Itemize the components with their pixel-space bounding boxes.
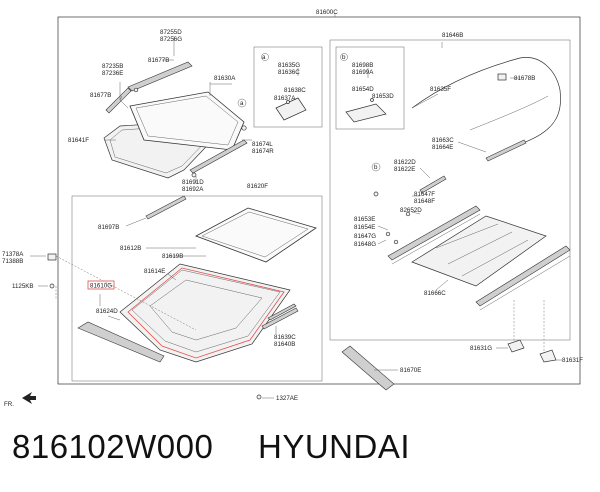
label-81653E: 81653E [354, 216, 375, 223]
label-1125KB: 1125KB [12, 283, 34, 290]
label-81619B: 81619B [162, 253, 183, 260]
caption-footer: 816102W000 HYUNDAI [12, 428, 592, 478]
part-81614E-housing [119, 263, 291, 363]
part-87255D [127, 61, 193, 92]
callout-a-letter: a [240, 100, 244, 107]
label-81648G: 81648G [354, 241, 376, 248]
label-81677B: 81677B [148, 57, 169, 64]
part-81630A [129, 91, 245, 151]
mechanism-frame [329, 39, 571, 341]
inset-b-letter: b [342, 54, 346, 61]
label-81674L: 81674L [252, 141, 273, 148]
part-81663C [485, 139, 527, 162]
callout-b-circle [371, 162, 381, 172]
label-87235B: 87235B [102, 63, 123, 70]
part-number: 816102W000 [12, 428, 214, 465]
label-81678B: 81678B [514, 75, 535, 82]
label-81600C: 81600C [316, 9, 338, 16]
label-81637A: 81637A [274, 95, 296, 102]
inset-box-b [335, 46, 405, 130]
label-87256G: 87256G [160, 36, 182, 43]
label-81674R: 81674R [252, 148, 274, 155]
label-81663C: 81663C [432, 137, 454, 144]
label-81666C: 81666C [424, 290, 446, 297]
label-81620F: 81620F [247, 183, 268, 190]
part-81697B [145, 195, 187, 220]
part-81622D [419, 175, 447, 194]
label-81612B: 81612B [120, 245, 141, 252]
part-81666C-shade [411, 215, 547, 287]
label-87236E: 87236E [102, 70, 123, 77]
label-81638C: 81638C [284, 87, 306, 94]
label-81630A: 81630A [214, 75, 236, 82]
part-81639C [261, 307, 299, 330]
front-arrow-icon [22, 392, 36, 404]
label-81631F: 81631F [562, 357, 583, 364]
label-81636C: 81636C [278, 69, 300, 76]
inset-box-a [253, 46, 323, 128]
label-81654D: 81654D [352, 86, 374, 93]
label-82652D: 82652D [400, 207, 422, 214]
label-81646B: 81646B [442, 32, 463, 39]
label-81610G: 81610G [90, 283, 112, 290]
label-87255D: 87255D [160, 29, 182, 36]
label-81698B: 81698B [352, 62, 373, 69]
label-81622D: 81622D [394, 159, 416, 166]
label-1327AE: 1327AE [276, 395, 298, 402]
part-81612B-glass [195, 207, 317, 263]
label-81692A: 81692A [182, 186, 204, 193]
label-81631G: 81631G [470, 345, 492, 352]
outer-assembly-frame [57, 16, 581, 385]
label-81699A: 81699A [352, 69, 374, 76]
callout-a-circle [237, 98, 247, 108]
label-81691D: 81691D [182, 179, 204, 186]
glass-assembly-frame [71, 195, 323, 382]
label-81677B-2: 81677B [90, 92, 111, 99]
part-87235B [105, 87, 132, 114]
label-81670E: 81670E [400, 367, 421, 374]
label-71388B: 71388B [2, 258, 23, 265]
part-81670E-bar [341, 345, 395, 391]
label-81654E: 81654E [354, 224, 375, 231]
part-81674L [189, 139, 248, 174]
label-81622E: 81622E [394, 166, 415, 173]
label-81639C: 81639C [274, 334, 296, 341]
label-81640B: 81640B [274, 341, 295, 348]
label-81641F: 81641F [68, 137, 89, 144]
callout-b-letter: b [374, 164, 378, 171]
part-81610G-seal [127, 267, 285, 359]
label-81697B: 81697B [98, 224, 119, 231]
label-81635F: 81635F [430, 86, 451, 93]
label-81648F: 81648F [414, 198, 435, 205]
label-81614E: 81614E [144, 268, 165, 275]
label-81664E: 81664E [432, 144, 453, 151]
label-front: FR. [4, 401, 14, 408]
part-81635F-cable [411, 57, 561, 145]
label-81624D: 81624D [96, 308, 118, 315]
part-labels: 81600C 87255D 87256G 81677B 87235B 87236… [2, 9, 583, 408]
label-81653D: 81653D [372, 93, 394, 100]
part-81647F-rail [387, 205, 481, 261]
label-71378A: 71378A [2, 251, 24, 258]
inset-a-letter: a [262, 54, 266, 61]
label-81635G: 81635G [278, 62, 300, 69]
brand-name: HYUNDAI [258, 428, 411, 465]
sunroof-parts-diagram: 81600C 87255D 87256G 81677B 87235B 87236… [2, 9, 583, 408]
part-81624D [77, 321, 165, 363]
part-81648F-rail [475, 245, 571, 307]
label-81647F: 81647F [414, 191, 435, 198]
label-81647G: 81647G [354, 233, 376, 240]
